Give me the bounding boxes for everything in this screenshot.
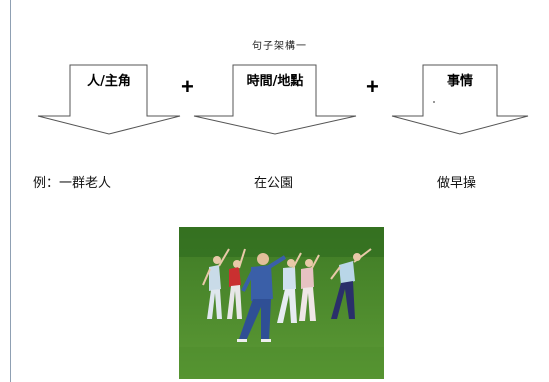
arrow-event-label: 事情 xyxy=(446,74,473,89)
down-arrow-shape xyxy=(193,64,357,135)
answer-example: 例：一群老人 xyxy=(33,176,112,191)
arrow-event: 事情 xyxy=(391,64,529,136)
exercise-photo-image xyxy=(179,227,384,379)
plus-sign-1: + xyxy=(181,74,194,99)
exercise-photo xyxy=(179,227,384,379)
down-arrow-shape xyxy=(391,64,529,135)
arrow-subject: 人/主角 xyxy=(37,64,181,136)
down-arrow-shape xyxy=(37,64,181,135)
page-title: 句子架構一 xyxy=(252,41,307,52)
answer-action: 做早操 xyxy=(437,176,477,191)
arrow-subject-label: 人/主角 xyxy=(87,74,131,89)
plus-sign-2: + xyxy=(366,74,379,99)
page-margin-line xyxy=(10,0,11,382)
arrow-time-place: 時間/地點 xyxy=(193,64,357,136)
stray-dot xyxy=(433,101,435,103)
arrow-time-place-label: 時間/地點 xyxy=(246,74,304,89)
answer-place: 在公園 xyxy=(254,176,294,191)
